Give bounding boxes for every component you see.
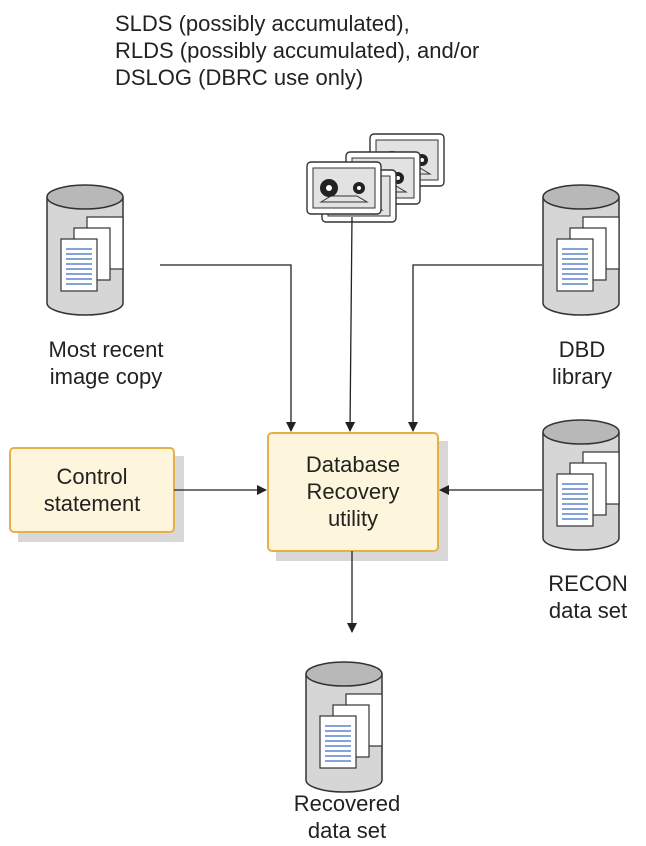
recovery-utility-label-line1: Database	[305, 452, 401, 477]
control-statement-label-line2: statement	[43, 491, 141, 516]
log-tapes-icon	[306, 133, 445, 223]
arrow-dbd	[408, 264, 542, 432]
inputs-caption-line2: RLDS (possibly accumulated), and/or	[115, 38, 480, 63]
recovered-cylinder-icon	[306, 662, 382, 792]
recon-label-line1: RECON	[548, 571, 628, 596]
recovery-utility-label: Database Recovery utility	[268, 451, 438, 532]
control-statement-label: Control statement	[10, 463, 174, 517]
recovered-label: Recovered data set	[284, 790, 410, 844]
inputs-caption: SLDS (possibly accumulated), RLDS (possi…	[115, 10, 479, 91]
image-copy-label-line1: Most recent	[48, 337, 164, 362]
dbd-library-label: DBD library	[540, 336, 624, 390]
control-statement-label-line1: Control	[56, 464, 128, 489]
image-copy-label: Most recent image copy	[20, 336, 192, 390]
inputs-caption-line3: DSLOG (DBRC use only)	[115, 65, 364, 90]
inputs-caption-line1: SLDS (possibly accumulated),	[115, 11, 410, 36]
dbd-library-label-line1: DBD	[558, 337, 606, 362]
arrow-image-copy	[160, 264, 296, 432]
image-copy-cylinder-icon	[47, 185, 123, 315]
connectors	[160, 216, 542, 633]
image-copy-label-line2: image copy	[49, 364, 163, 389]
dbd-library-label-line2: library	[552, 364, 612, 389]
arrow-logs	[345, 216, 356, 432]
recon-label-line2: data set	[548, 598, 628, 623]
recovery-utility-box	[267, 432, 448, 561]
dbd-library-cylinder-icon	[543, 185, 619, 315]
recovered-label-line2: data set	[307, 818, 387, 843]
recovery-utility-label-line3: utility	[327, 506, 379, 531]
recon-label: RECON data set	[534, 570, 642, 624]
recon-cylinder-icon	[543, 420, 619, 550]
recovered-label-line1: Recovered	[293, 791, 401, 816]
recovery-utility-label-line2: Recovery	[306, 479, 400, 504]
